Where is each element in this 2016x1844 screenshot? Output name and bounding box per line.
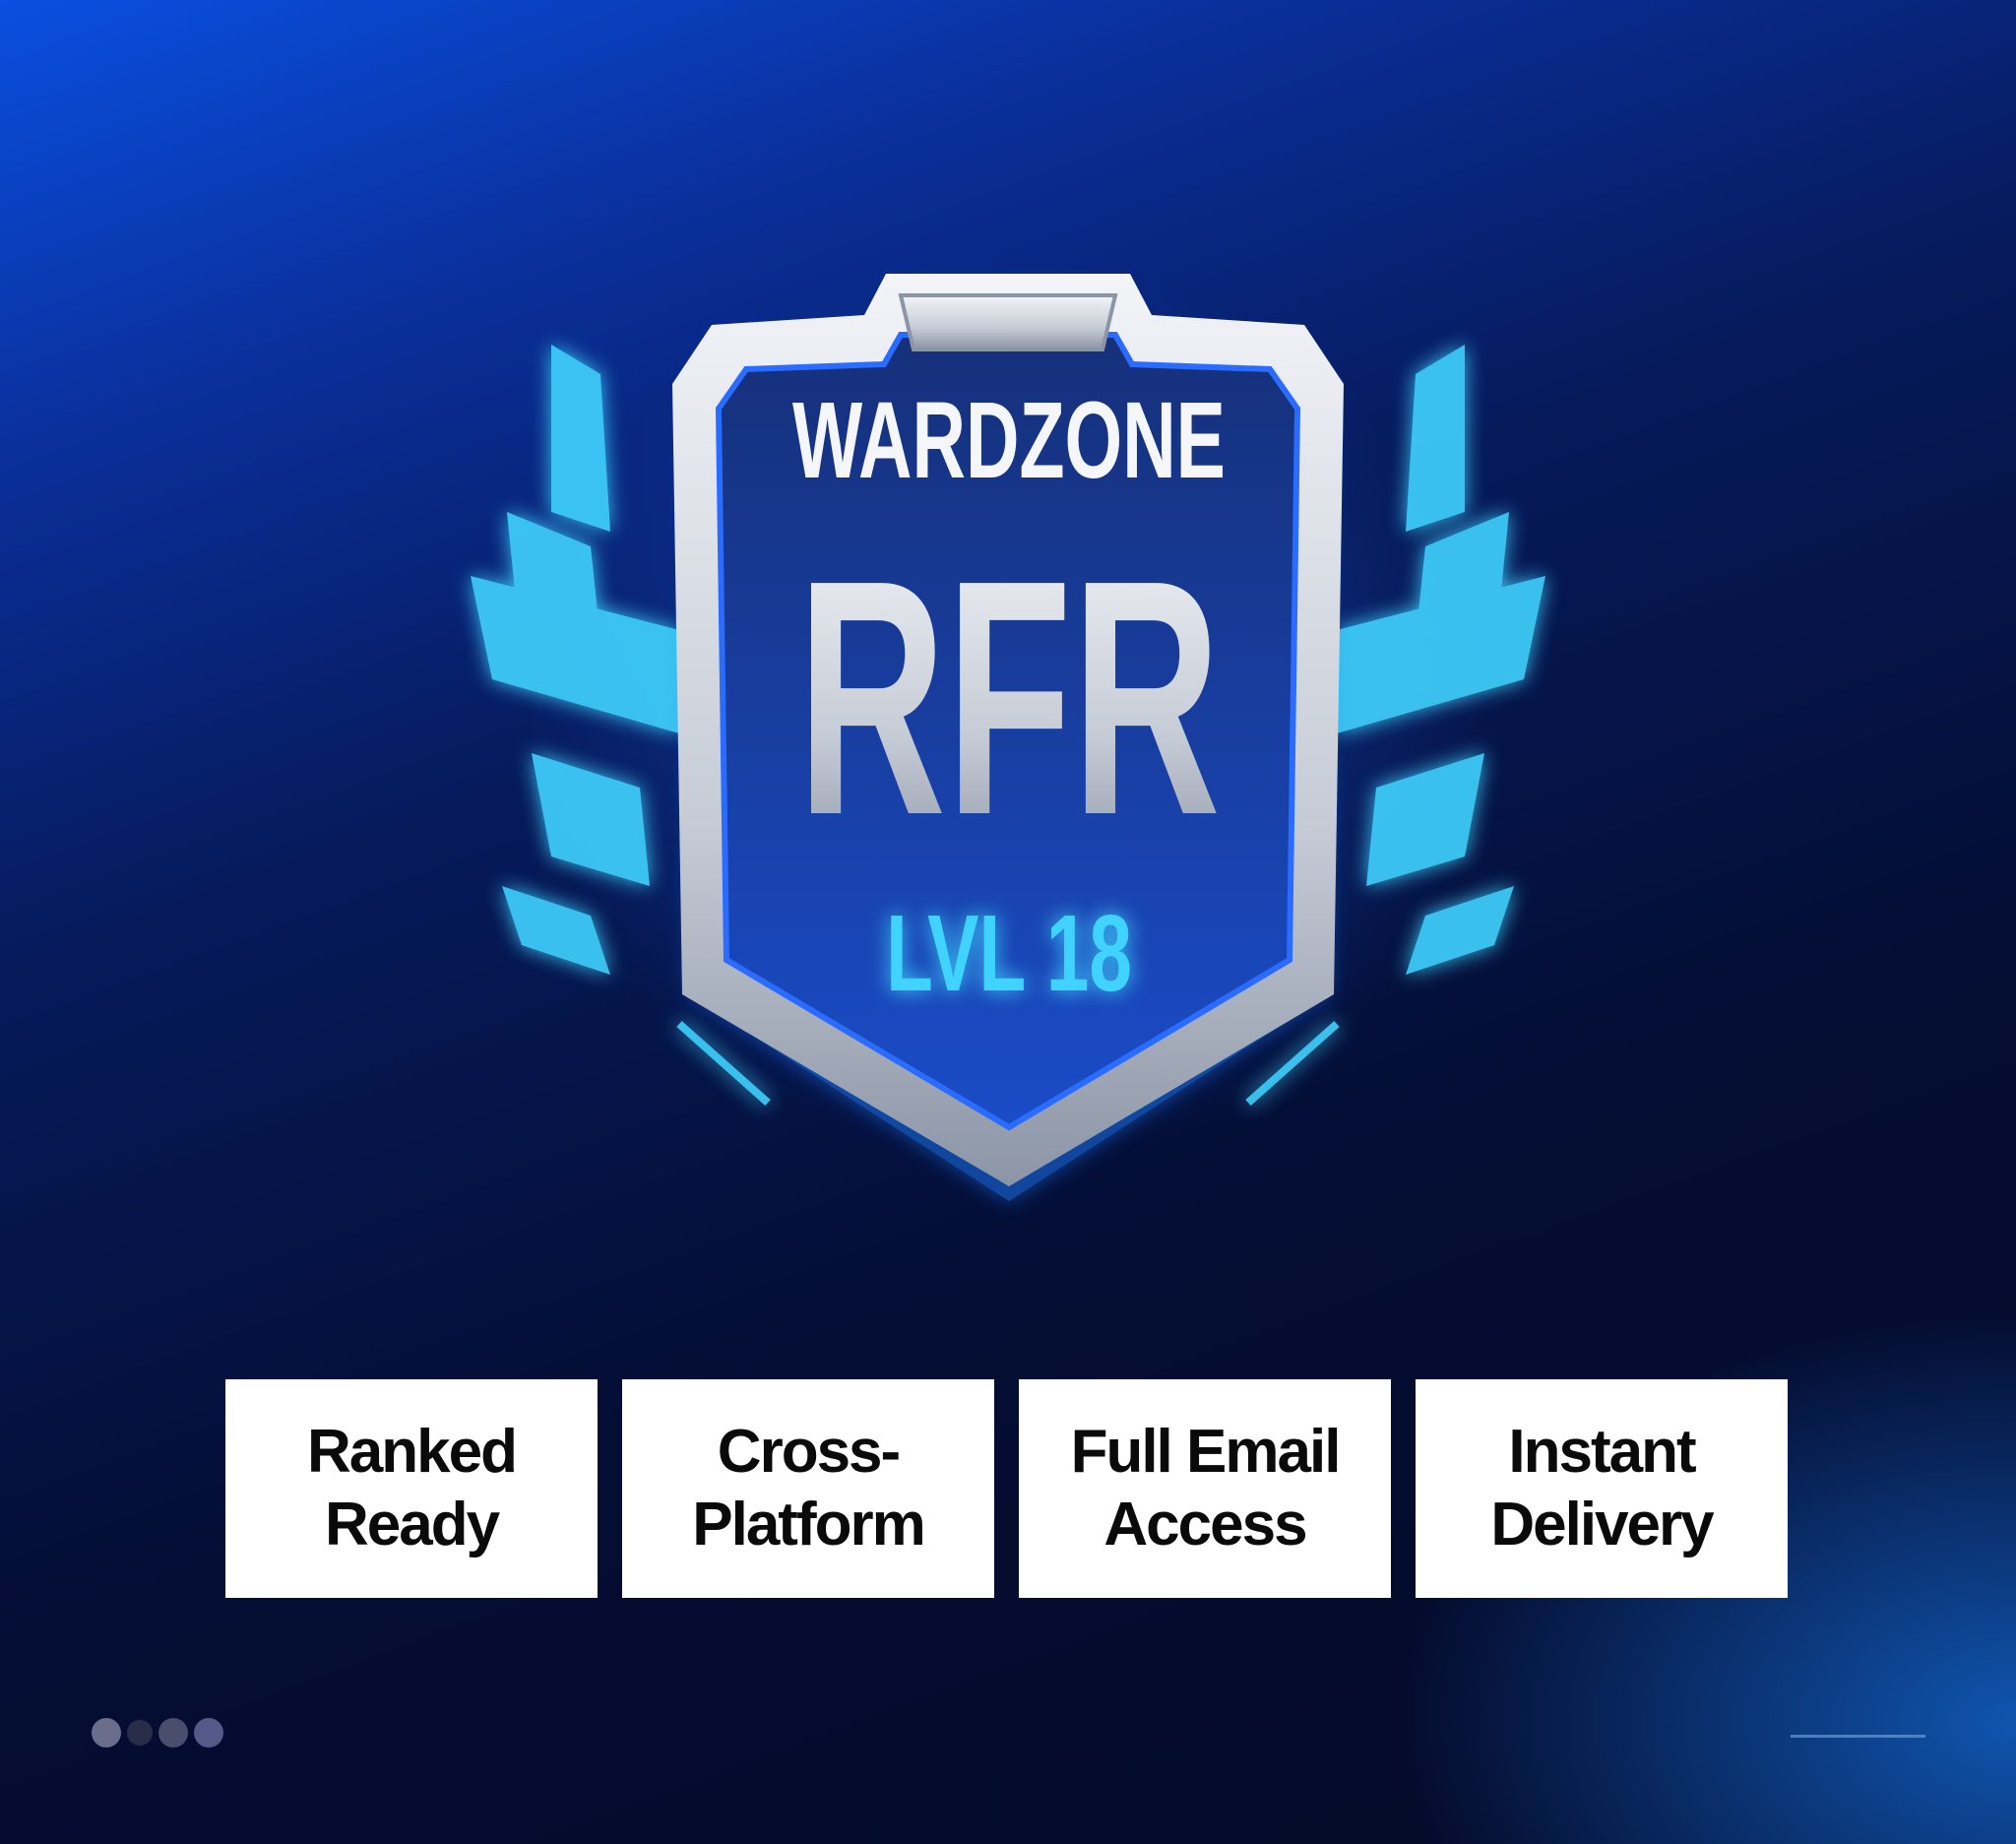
carousel-indicator (92, 1718, 223, 1748)
shield-inner (715, 332, 1301, 1131)
carousel-dot-2[interactable] (127, 1720, 153, 1746)
decorative-divider (1791, 1735, 1925, 1738)
shield-top-tab (898, 293, 1118, 351)
feature-card-cross-platform: Cross- Platform (622, 1379, 994, 1598)
right-wing-icon (1245, 345, 1545, 1106)
carousel-dot-1[interactable] (92, 1718, 121, 1748)
feature-card-instant-delivery: Instant Delivery (1416, 1379, 1788, 1598)
badge-title: WARDZONE (792, 380, 1226, 501)
carousel-dot-3[interactable] (158, 1718, 188, 1748)
carousel-dot-4[interactable] (194, 1718, 223, 1748)
badge-level: LVL 18 (886, 893, 1132, 1014)
feature-card-ranked-ready: Ranked Ready (225, 1379, 598, 1598)
badge-abbreviation: RFR (797, 511, 1221, 885)
feature-list: Ranked Ready Cross- Platform Full Email … (225, 1379, 1788, 1598)
left-wing-icon (471, 345, 771, 1106)
feature-card-full-email-access: Full Email Access (1019, 1379, 1391, 1598)
